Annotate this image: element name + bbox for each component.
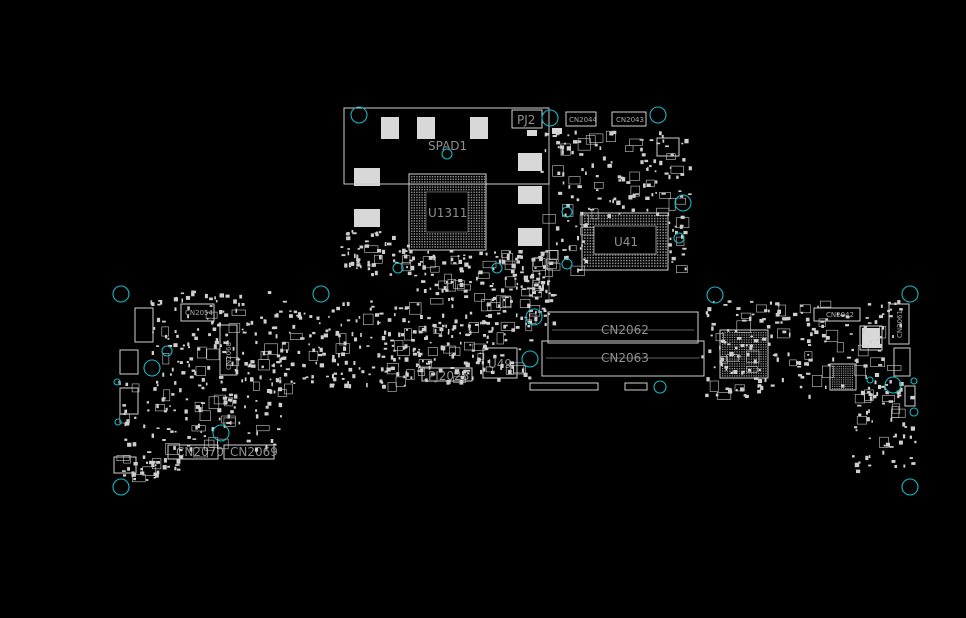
label-cn2054: CN2054 [185, 309, 213, 317]
cn2054-outline [180, 303, 215, 322]
u1311-die [425, 191, 469, 233]
cn2044-outline [565, 111, 597, 127]
label-u49: U49 [488, 357, 512, 371]
mounting-hole [901, 478, 919, 496]
mounting-hole [161, 345, 173, 357]
mounting-hole [112, 285, 130, 303]
mounting-hole [143, 359, 161, 377]
label-cn2070: CN2070 [176, 445, 224, 459]
mounting-hole [392, 262, 404, 274]
u41-outline [581, 212, 669, 271]
cn2062-outline [547, 311, 699, 344]
cn2063-outline [541, 340, 705, 377]
label-cn2069: CN2069 [230, 445, 278, 459]
mounting-hole [521, 350, 539, 368]
smd-components [116, 130, 917, 483]
cn2043-outline [611, 111, 647, 127]
label-pj2028: PJ2028 [428, 369, 469, 383]
mounting-hole [673, 232, 685, 244]
mounting-holes [112, 106, 919, 496]
label-cn2062: CN2062 [601, 323, 649, 337]
rsbga-grid-balls [832, 366, 854, 390]
mounting-hole [541, 109, 559, 127]
right-bga-outline [719, 329, 769, 379]
mounting-hole [525, 308, 543, 326]
mounting-hole [561, 206, 573, 218]
label-cn2044: CN2044 [569, 116, 597, 124]
label-cn2043: CN2043 [616, 116, 644, 124]
label-u1311: U1311 [428, 206, 467, 220]
cn2068-outline [219, 324, 238, 376]
cn-bottom-strip [529, 382, 599, 391]
board-edge-traces [344, 108, 550, 300]
cn2069-outline [223, 444, 275, 460]
label-pj2: PJ2 [517, 113, 535, 127]
spad1-pads [354, 117, 562, 246]
cn2061-outline [888, 303, 910, 345]
mounting-hole [909, 407, 919, 417]
mounting-hole [561, 258, 573, 270]
mounting-hole [312, 285, 330, 303]
mounting-hole [441, 148, 453, 160]
mounting-hole [212, 424, 230, 442]
mounting-hole [350, 106, 368, 124]
mounting-hole [649, 106, 667, 124]
label-u41: U41 [614, 235, 638, 249]
label-spad1: SPAD1 [428, 139, 467, 153]
mounting-hole [910, 377, 918, 385]
mounting-hole [112, 478, 130, 496]
label-cn2042: CN2042 [826, 311, 854, 319]
mounting-hole [884, 376, 902, 394]
mounting-hole [113, 378, 121, 386]
mounting-hole [114, 418, 122, 426]
u41-die [593, 225, 657, 255]
mounting-hole [491, 262, 503, 274]
u1311-outline [408, 173, 487, 251]
mounting-hole [706, 286, 724, 304]
label-cn2068: CN2068 [225, 342, 233, 370]
mounting-hole [674, 194, 692, 212]
cn2042-outline [813, 307, 861, 322]
mounting-hole [866, 376, 874, 384]
label-cn2063: CN2063 [601, 351, 649, 365]
mounting-hole [653, 380, 667, 394]
mounting-hole [901, 285, 919, 303]
cn2070-outline [167, 444, 219, 460]
right-small-bga [829, 363, 857, 391]
